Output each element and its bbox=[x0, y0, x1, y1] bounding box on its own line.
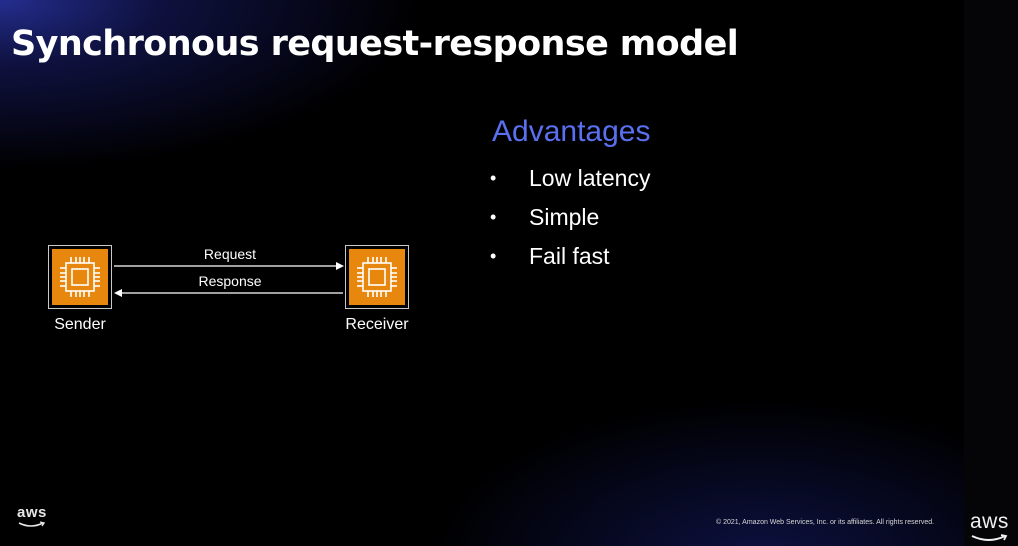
right-edge-band bbox=[964, 0, 1018, 546]
response-arrow bbox=[114, 289, 343, 297]
aws-logo-text-right: aws bbox=[970, 510, 1009, 533]
advantage-label: Simple bbox=[529, 204, 600, 230]
aws-smile-icon bbox=[18, 521, 46, 527]
copyright-text: © 2021, Amazon Web Services, Inc. or its… bbox=[716, 519, 935, 526]
bullet: • bbox=[490, 246, 497, 266]
sender-label: Sender bbox=[54, 316, 106, 333]
request-arrow bbox=[114, 262, 344, 270]
receiver-node bbox=[345, 245, 409, 309]
sender-node bbox=[48, 245, 112, 309]
advantage-label: Fail fast bbox=[529, 243, 610, 269]
advantages-heading: Advantages bbox=[492, 115, 651, 148]
aws-logo: aws bbox=[17, 504, 47, 527]
request-label: Request bbox=[203, 246, 257, 262]
processor-chip-icon bbox=[349, 249, 405, 305]
aws-logo-text: aws bbox=[17, 504, 47, 521]
receiver-label: Receiver bbox=[345, 316, 409, 333]
bullet: • bbox=[490, 168, 497, 188]
bullet: • bbox=[490, 207, 497, 227]
advantage-label: Low latency bbox=[529, 165, 651, 191]
processor-chip-icon bbox=[52, 249, 108, 305]
aws-logo-right: aws bbox=[970, 510, 1009, 541]
response-label: Response bbox=[198, 273, 262, 289]
slide-title: Synchronous request-response model bbox=[11, 24, 739, 64]
aws-smile-icon bbox=[971, 534, 1008, 541]
